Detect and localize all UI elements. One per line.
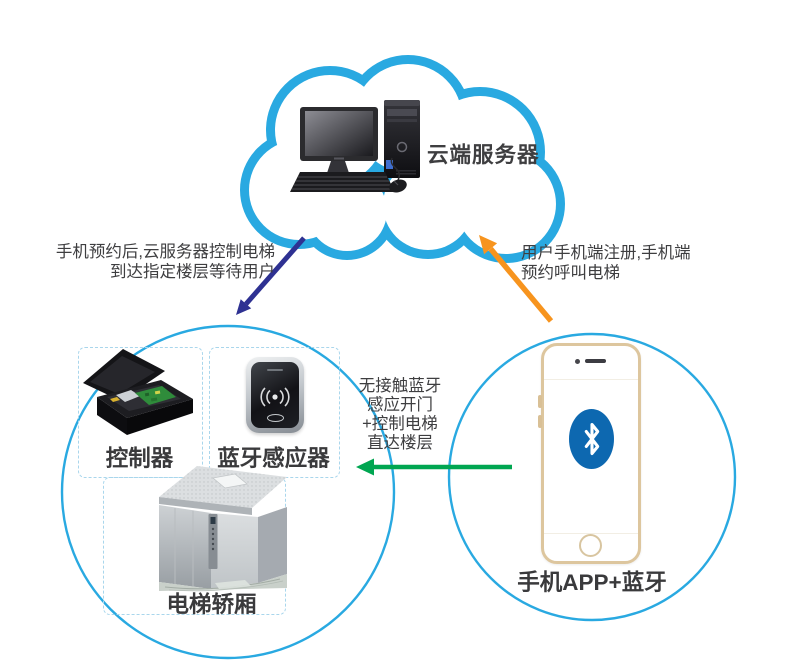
annotation-line: 无接触蓝牙 [358,377,442,395]
phone-app-label: 手机APP+蓝牙 [517,570,667,595]
controller-label: 控制器 [105,446,174,471]
elevator-control-panel [208,514,218,569]
phone-volume-button [538,395,542,408]
bluetooth-sensor-label: 蓝牙感应器 [217,446,330,471]
phone-to-sensor-annotation: 无接触蓝牙 感应开门 +控制电梯 直达楼层 [334,377,466,453]
mouse-icon [389,157,407,193]
sensor-face [251,362,299,428]
phone-to-cloud-arrow [479,235,554,323]
tower-icon [384,100,420,178]
sensor-brand-mark [267,369,283,371]
elevator-car-label: 电梯轿厢 [166,592,257,617]
phone-to-cloud-annotation: 用户手机端注册,手机端 预约呼叫电梯 [521,243,721,283]
sensor-slot [267,414,284,422]
cloud-to-elevator-annotation: 手机预约后,云服务器控制电梯 到达指定楼层等待用户 [45,242,275,282]
monitor-icon [300,107,378,179]
cloud-server-label: 云端服务器 [427,143,540,167]
bluetooth-sensor-image [246,357,304,433]
phone-speaker-icon [585,359,606,363]
annotation-line: 直达楼层 [367,434,433,452]
annotation-line: 预约呼叫电梯 [521,264,620,282]
phone-volume-button [538,415,542,428]
keyboard-icon [290,172,395,192]
annotation-line: 感应开门 [367,396,433,414]
phone-image [538,343,641,564]
annotation-line: 手机预约后,云服务器控制电梯 [55,243,275,261]
controller-image [83,349,193,435]
annotation-line: +控制电梯 [362,415,438,433]
phone-screen [544,379,638,534]
cloud-to-elevator-arrow [236,236,306,315]
phone-camera-icon [575,359,580,364]
desktop-computer-icon [290,100,420,193]
contactless-waves-icon [260,387,290,407]
annotation-line: 用户手机端注册,手机端 [521,244,691,262]
annotation-line: 到达指定楼层等待用户 [110,263,275,281]
bluetooth-logo-icon [569,409,614,469]
phone-to-sensor-arrow [356,458,512,476]
elevator-image [159,466,287,592]
home-button-icon [579,534,602,557]
